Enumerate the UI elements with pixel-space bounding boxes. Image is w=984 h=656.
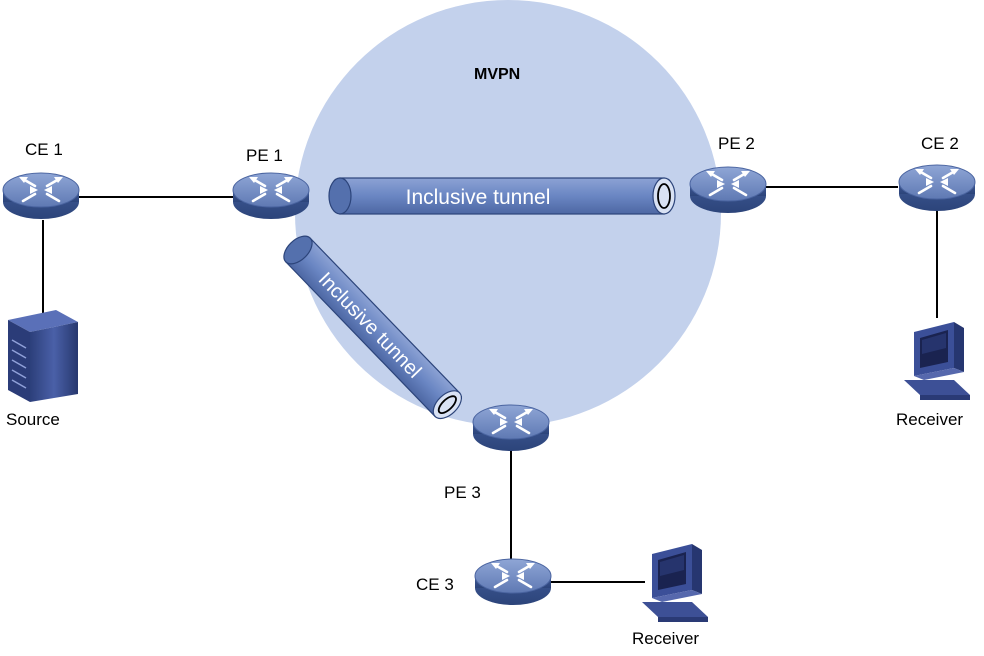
router-icon-pe2[interactable]	[688, 165, 768, 215]
pc-icon-receiver-ce3[interactable]	[642, 544, 708, 622]
device-label-pe3: PE 3	[444, 483, 481, 502]
pc-icon-receiver-ce2[interactable]	[904, 322, 970, 400]
device-label-ce2: CE 2	[921, 134, 959, 153]
device-label-receiver-ce2: Receiver	[896, 410, 964, 429]
router-icon-ce1[interactable]	[1, 171, 81, 221]
device-label-pe1: PE 1	[246, 146, 283, 165]
links	[42, 186, 938, 583]
device-label-pe2: PE 2	[718, 134, 755, 153]
tunnel-pe1-pe2	[328, 177, 676, 215]
server-icon-source[interactable]	[8, 310, 78, 402]
device-label-receiver-ce3: Receiver	[632, 629, 700, 648]
router-icon-pe3[interactable]	[471, 403, 551, 453]
mvpn-region-label: MVPN	[474, 66, 521, 83]
router-icon-pe1[interactable]	[231, 171, 311, 221]
device-label-source: Source	[6, 410, 60, 429]
router-icon-ce3[interactable]	[473, 557, 553, 607]
device-label-ce3: CE 3	[416, 575, 454, 594]
device-label-ce1: CE 1	[25, 140, 63, 159]
tunnel-pe1-pe2-label: Inclusive tunnel	[406, 186, 551, 209]
router-icon-ce2[interactable]	[897, 163, 977, 213]
